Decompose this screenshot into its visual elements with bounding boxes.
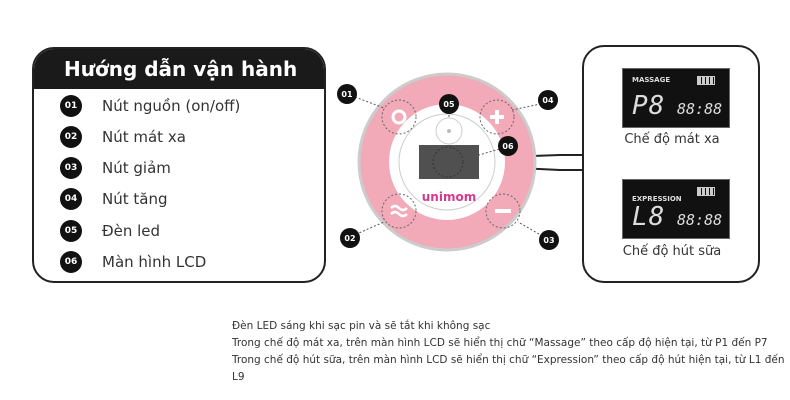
lcd-caption: Chế độ hút sữa [622,244,722,259]
list-item: 06 Màn hình LCD [60,249,206,275]
item-label: Nút nguồn (on/off) [102,97,241,115]
battery-icon [697,187,715,196]
lcd-modes-panel: MASSAGE P8 88:88 Chế độ mát xa EXPRESSIO… [582,45,760,283]
item-label: Nút mát xa [102,128,186,146]
number-badge: 03 [60,157,82,179]
guide-title: Hướng dẫn vận hành [34,49,324,89]
list-item: 03 Nút giảm [60,155,171,181]
lcd-time: 88:88 [677,211,723,229]
wave-icon [390,204,408,218]
number-badge: 02 [60,126,82,148]
lcd-marker [432,146,464,178]
note-line: Trong chế độ mát xa, trên màn hình LCD s… [232,337,768,349]
number-badge: 04 [60,188,82,210]
list-item: 02 Nút mát xa [60,124,186,150]
callout-05: 05 [443,100,455,109]
notes: Đèn LED sáng khi sạc pin và sẽ tắt khi k… [232,318,790,386]
callout-01: 01 [341,90,353,99]
lcd-screen [419,145,479,179]
massage-button[interactable] [381,193,417,229]
item-label: Đèn led [102,222,161,240]
list-item: 04 Nút tăng [60,186,167,212]
lcd-level: P8 [632,91,666,121]
list-item: 01 Nút nguồn (on/off) [60,93,240,119]
item-label: Màn hình LCD [102,253,207,271]
number-badge: 06 [60,251,82,273]
item-label: Nút giảm [102,159,171,177]
callout-03: 03 [543,236,554,245]
power-icon [391,109,407,125]
callout-04: 04 [542,96,554,105]
led-light [435,117,463,145]
lcd-mode-label: MASSAGE [632,76,671,84]
lcd-mode-label: EXPRESSION [632,195,682,203]
plus-icon [490,110,504,124]
callout-02: 02 [344,234,355,243]
increase-button[interactable] [479,99,515,135]
lcd-expression: EXPRESSION L8 88:88 [622,179,730,239]
device-diagram: unimom 01 02 03 04 05 06 [337,72,582,252]
lcd-time: 88:88 [677,100,723,118]
note-line: Trong chế độ hút sữa, trên màn hình LCD … [232,354,785,383]
inner-rim [398,113,496,211]
brand-logo: unimom [422,190,476,204]
lcd-level: L8 [632,202,666,232]
lcd-massage: MASSAGE P8 88:88 [622,68,730,128]
decrease-button[interactable] [485,193,521,229]
callout-06: 06 [502,142,514,151]
power-button[interactable] [381,99,417,135]
item-label: Nút tăng [102,190,168,208]
battery-icon [697,76,715,85]
list-item: 05 Đèn led [60,218,160,244]
note-line: Đèn LED sáng khi sạc pin và sẽ tắt khi k… [232,320,491,332]
number-badge: 05 [60,220,82,242]
number-badge: 01 [60,95,82,117]
lcd-caption: Chế độ mát xa [624,132,720,147]
